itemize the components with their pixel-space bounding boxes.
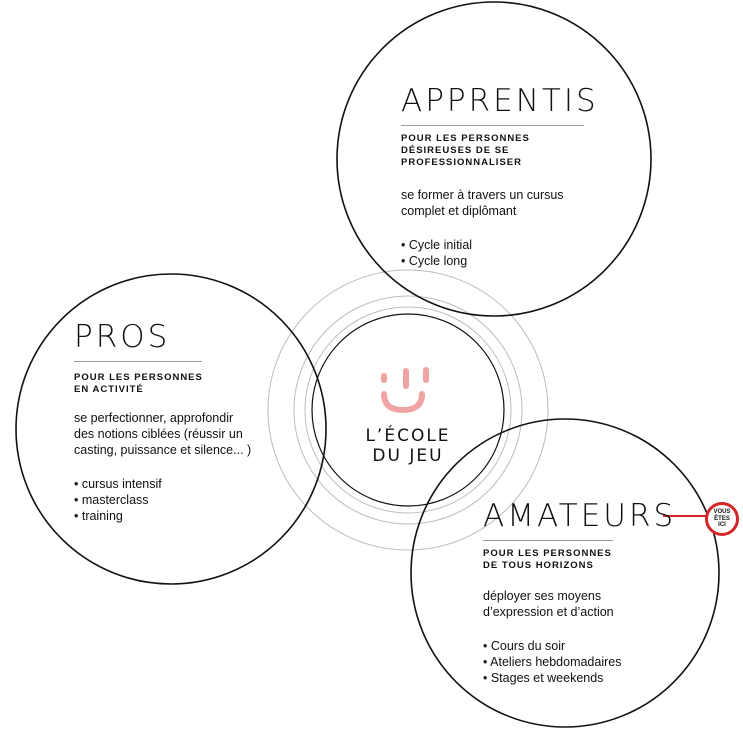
amateurs-title: AMATEURS	[483, 498, 677, 534]
circle-apprentis	[336, 1, 652, 317]
pros-divider	[74, 361, 202, 362]
school-name-line1: L’ÉCOLE	[365, 426, 451, 446]
list-item: • Cycle initial	[401, 238, 473, 252]
you-are-here-badge: VOUS ÊTES ICI	[705, 502, 739, 536]
list-item: • training	[74, 509, 123, 523]
apprentis-title: APPRENTIS	[401, 83, 599, 119]
pros-block: PROS POUR LES PERSONNES EN ACTIVITÉ se p…	[74, 322, 274, 524]
pros-title: PROS	[74, 319, 171, 355]
center-ring-inner	[311, 313, 505, 507]
apprentis-divider	[401, 125, 584, 126]
center-ring-2	[293, 295, 523, 525]
apprentis-description: se former à travers un cursus complet et…	[401, 188, 564, 218]
list-item: • Stages et weekends	[483, 671, 604, 685]
center-ring-outer	[267, 269, 549, 551]
circle-pros	[15, 273, 327, 585]
amateurs-block: AMATEURS POUR LES PERSONNES DE TOUS HORI…	[483, 501, 673, 686]
amateurs-description: déployer ses moyens d’expression et d’ac…	[483, 589, 614, 619]
school-name: L’ÉCOLE DU JEU	[360, 426, 456, 466]
ecole-du-jeu-logo-icon	[381, 367, 429, 414]
amateurs-subtitle: POUR LES PERSONNES DE TOUS HORIZONS	[483, 548, 612, 571]
pros-description: se perfectionner, approfondir des notion…	[74, 411, 252, 457]
list-item: • Ateliers hebdomadaires	[483, 655, 622, 669]
center-ring-3	[304, 306, 512, 514]
list-item: • masterclass	[74, 493, 149, 507]
apprentis-block: APPRENTIS POUR LES PERSONNES DÉSIREUSES …	[401, 83, 599, 269]
apprentis-list: • Cycle initial • Cycle long	[401, 237, 591, 269]
apprentis-subtitle: POUR LES PERSONNES DÉSIREUSES DE SE PROF…	[401, 133, 530, 168]
circle-amateurs	[410, 418, 720, 728]
amateurs-list: • Cours du soir • Ateliers hebdomadaires…	[483, 638, 673, 686]
school-name-line2: DU JEU	[372, 446, 444, 466]
list-item: • Cycle long	[401, 254, 468, 268]
list-item: • Cours du soir	[483, 639, 566, 653]
pros-list: • cursus intensif • masterclass • traini…	[74, 476, 274, 524]
amateurs-divider	[483, 540, 613, 541]
pros-subtitle: POUR LES PERSONNES EN ACTIVITÉ	[74, 372, 203, 395]
list-item: • cursus intensif	[74, 477, 162, 491]
